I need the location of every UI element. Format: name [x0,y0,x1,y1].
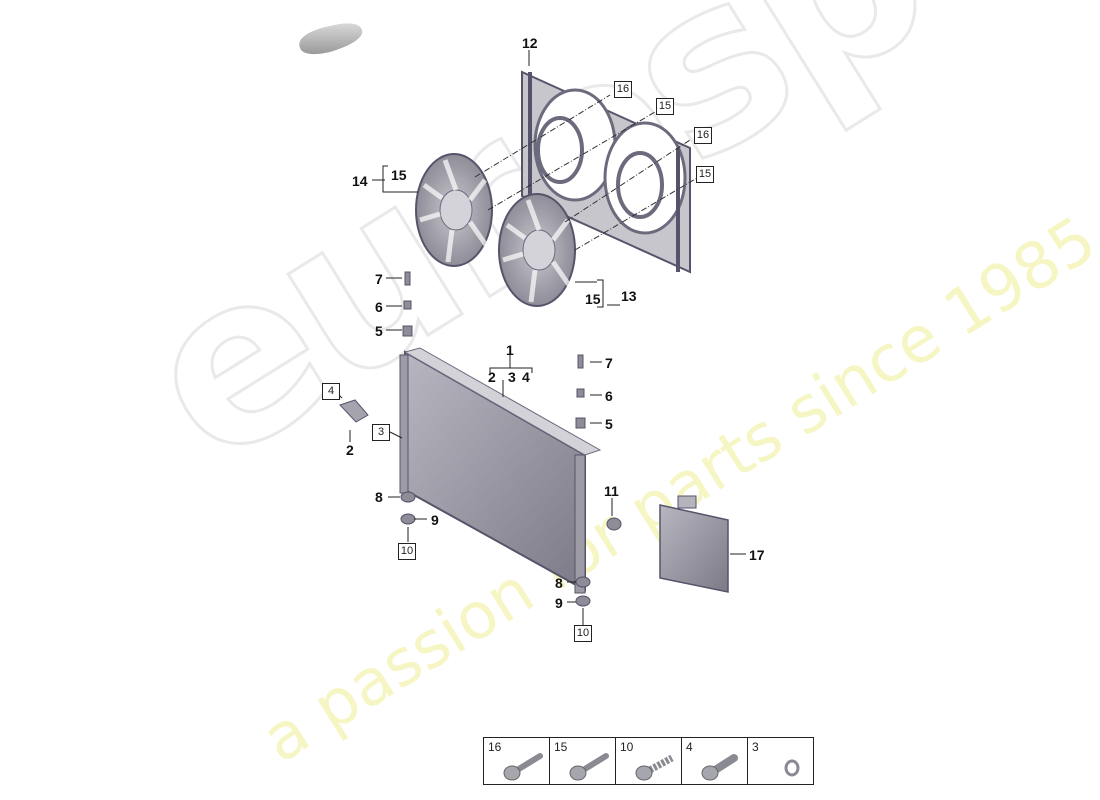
o-ring-icon [784,759,800,777]
boxed-ref-4: 4 [322,383,340,400]
callout-9-right: 9 [555,595,563,611]
callout-7-right: 7 [605,355,613,371]
callout-7-left: 7 [375,271,383,287]
callout-8-left: 8 [375,489,383,505]
auxiliary-cooler-part [659,495,729,593]
hardware-number: 4 [686,740,693,754]
boxed-ref-3: 3 [372,424,390,441]
boxed-ref-16-top: 16 [614,81,632,98]
torx-screw-icon [701,754,738,781]
hardware-cell-4: 4 [682,738,748,784]
hardware-cell-15: 15 [550,738,616,784]
callout-13: 13 [621,288,637,304]
boxed-ref-15-mid: 15 [696,166,714,183]
hardware-number: 10 [620,740,634,754]
callout-4-group: 4 [522,369,530,385]
callout-1: 1 [506,342,514,358]
callout-2-flange: 2 [346,442,354,458]
callout-14: 14 [352,173,368,189]
boxed-ref-15-top: 15 [656,98,674,115]
boxed-ref-10-left: 10 [398,543,416,560]
callout-3-group: 3 [508,369,516,385]
fan-14 [415,153,493,267]
hardware-cell-10: 10 [616,738,682,784]
callout-9-left: 9 [431,512,439,528]
hardware-legend-table: 16 15 10 4 [483,737,814,785]
callout-5-left: 5 [375,323,383,339]
hardware-number: 16 [488,740,502,754]
hardware-cell-16: 16 [484,738,550,784]
callout-6-left: 6 [375,299,383,315]
coolant-flange-part [339,399,369,423]
hardware-number: 15 [554,740,568,754]
callout-17: 17 [749,547,765,563]
callout-2-group: 2 [488,369,496,385]
boxed-ref-10-right: 10 [574,625,592,642]
callout-15-fan13: 15 [585,291,601,307]
self-tapping-screw-icon [635,754,674,781]
boxed-ref-16-mid: 16 [694,127,712,144]
hardware-number: 3 [752,740,759,754]
callout-11: 11 [604,483,619,499]
callout-12: 12 [522,35,538,51]
callout-6-right: 6 [605,388,613,404]
torx-flange-screw-icon [503,753,543,781]
callout-15-fan14: 15 [391,167,407,183]
callout-5-right: 5 [605,416,613,432]
callout-8-right: 8 [555,575,563,591]
fan-13 [498,193,576,307]
hardware-cell-3: 3 [748,738,813,784]
torx-flange-screw-icon [569,753,609,781]
